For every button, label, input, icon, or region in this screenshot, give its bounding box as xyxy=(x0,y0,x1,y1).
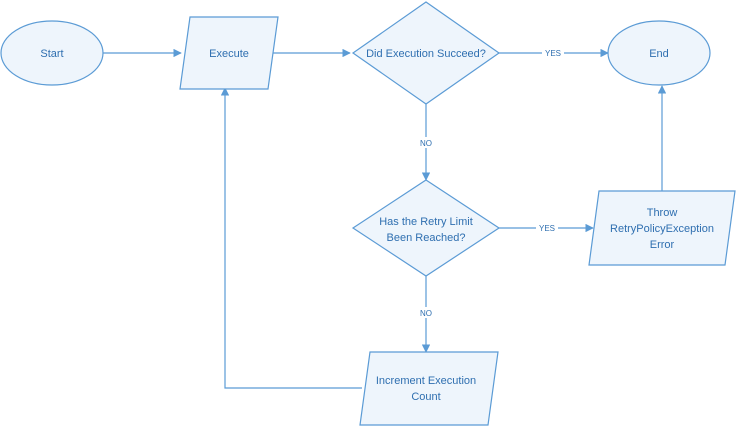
node-succeed-check-label: Did Execution Succeed? xyxy=(366,48,486,60)
edge-label-retry-yes: YES xyxy=(539,224,555,233)
edge-label-succeed-no: NO xyxy=(420,139,432,148)
node-throw-error-label-line1: Throw xyxy=(647,207,678,219)
node-increment: Increment Execution Count xyxy=(359,351,499,426)
node-throw-error-label-line2: RetryPolicyException xyxy=(610,223,714,235)
node-retry-check-label-line1: Has the Retry Limit xyxy=(379,216,473,228)
node-start-label: Start xyxy=(40,48,63,60)
node-increment-label-line2: Count xyxy=(411,391,440,403)
node-increment-label-line1: Increment Execution xyxy=(376,375,476,387)
node-end: End xyxy=(607,20,711,86)
node-retry-check-label-line2: Been Reached? xyxy=(387,232,466,244)
node-end-label: End xyxy=(649,48,669,60)
node-execute: Execute xyxy=(179,16,279,90)
node-throw-error-label-line3: Error xyxy=(650,239,675,251)
edge-label-succeed-yes: YES xyxy=(545,49,561,58)
node-start: Start xyxy=(0,20,104,86)
node-retry-check: Has the Retry Limit Been Reached? xyxy=(351,179,501,277)
node-execute-label: Execute xyxy=(209,48,249,60)
edge-label-retry-no: NO xyxy=(420,309,432,318)
edge-increment-to-execute xyxy=(220,87,362,389)
node-throw-error: Throw RetryPolicyException Error xyxy=(588,190,736,266)
node-succeed-check: Did Execution Succeed? xyxy=(351,1,501,105)
